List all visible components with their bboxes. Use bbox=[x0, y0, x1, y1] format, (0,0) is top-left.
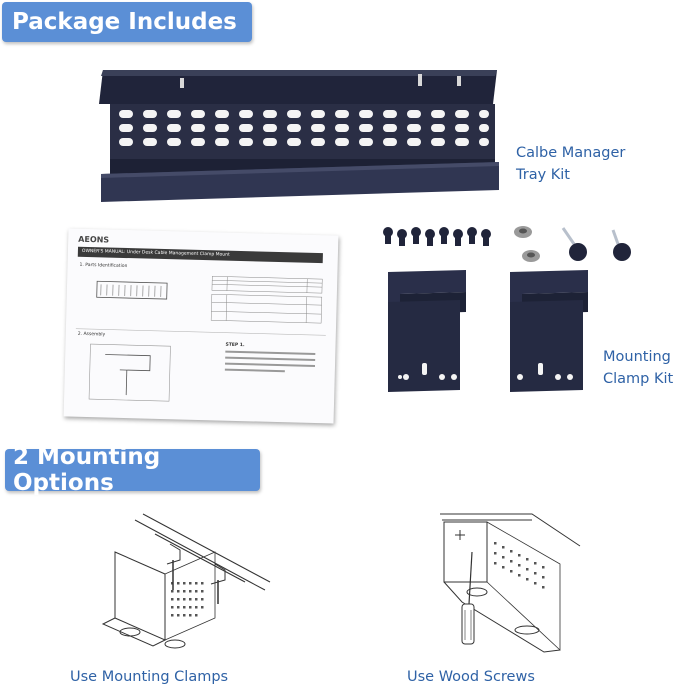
tray-kit-label-line1: Calbe Manager bbox=[516, 145, 626, 161]
clamp-kit-label: Mounting Clamp Kit bbox=[603, 346, 673, 390]
package-includes-banner: Package Includes bbox=[2, 2, 252, 42]
manual-step: STEP 1. bbox=[225, 342, 245, 349]
manual-diagrams bbox=[75, 276, 326, 402]
bolt-icon bbox=[383, 227, 491, 246]
clamp-kit-label-line1: Mounting bbox=[603, 349, 671, 365]
tray-image bbox=[99, 70, 499, 202]
tray-kit-label-line2: Tray Kit bbox=[516, 167, 570, 183]
knob-icon bbox=[561, 227, 631, 261]
mounting-options-title: 2 Mounting Options bbox=[13, 444, 161, 496]
tray-kit-label: Calbe Manager Tray Kit bbox=[516, 142, 625, 186]
manual-image: AEONS OWNER'S MANUAL: Under Desk Cable M… bbox=[63, 228, 339, 424]
clamp-image bbox=[388, 270, 588, 392]
manual-section2: 2. Assembly bbox=[77, 331, 106, 338]
option1-caption: Use Mounting Clamps bbox=[70, 669, 229, 685]
hardware-image bbox=[383, 226, 631, 262]
diagram-image-clamps bbox=[101, 513, 271, 649]
mounting-options-banner: 2 Mounting Options bbox=[5, 444, 260, 496]
package-includes-title: Package Includes bbox=[12, 9, 237, 35]
option2-caption: Use Wood Screws bbox=[407, 669, 535, 685]
clamp-kit-label-line2: Clamp Kit bbox=[603, 371, 674, 387]
diagram-image-screws bbox=[440, 513, 581, 653]
